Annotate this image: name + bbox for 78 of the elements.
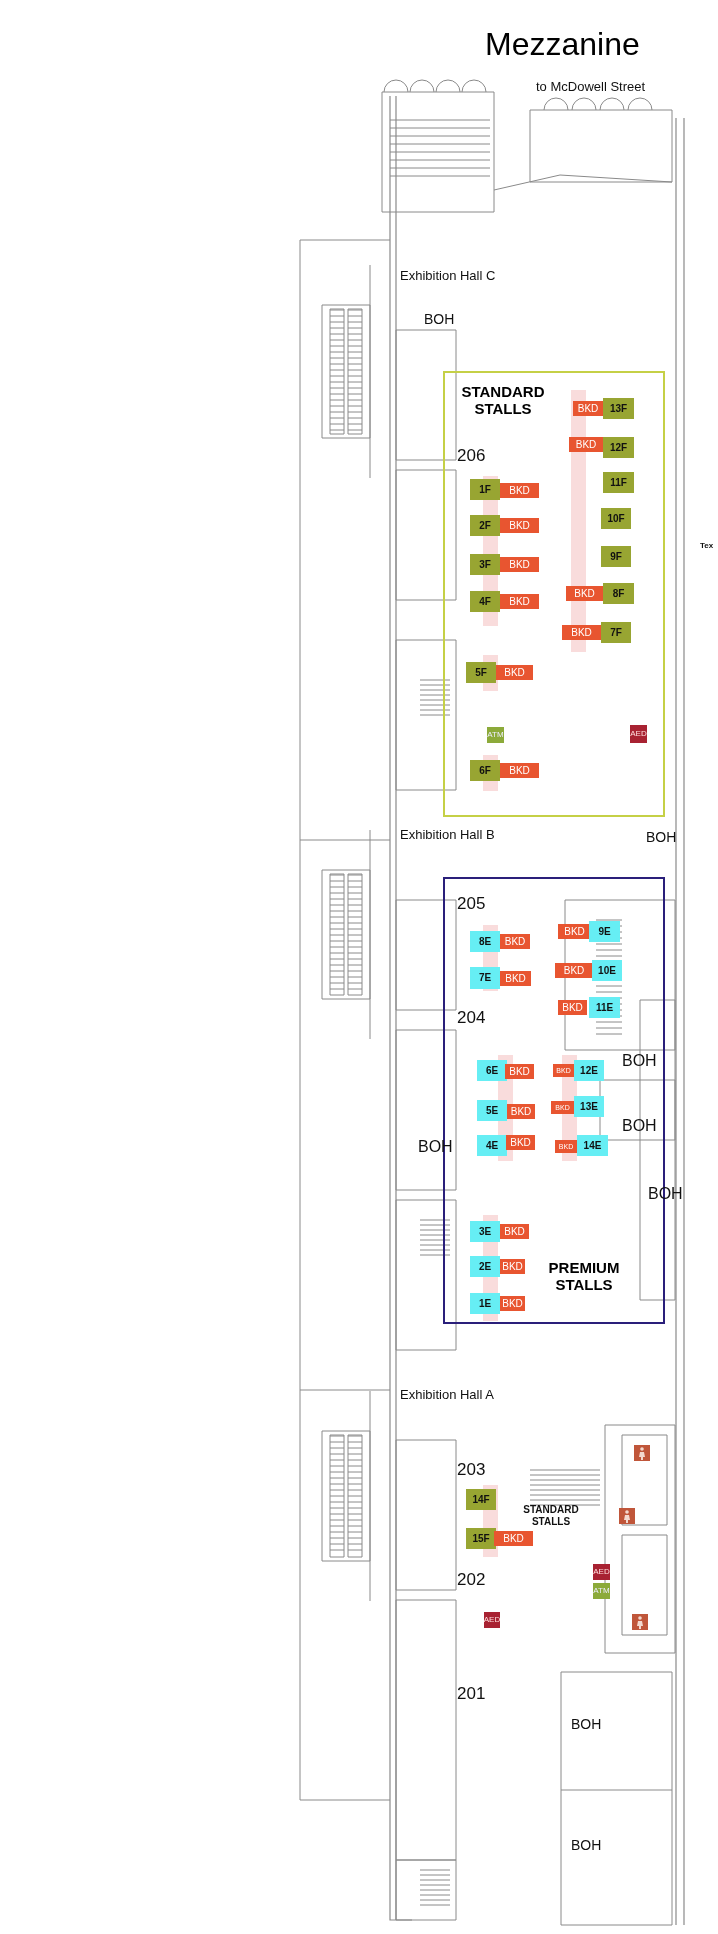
booth-tile: 15F (466, 1528, 496, 1549)
booth-tile: 7F (601, 622, 631, 643)
booth-tile: 1F (470, 479, 500, 500)
booked-tag: BKD (558, 1000, 587, 1015)
booth-tile: 5E (477, 1100, 507, 1121)
booth-tile: 11E (589, 997, 620, 1018)
booked-tag: BKD (506, 1135, 535, 1150)
room-label: BOH (571, 1717, 602, 1731)
booth-tile: 2E (470, 1256, 500, 1277)
booked-tag: BKD (500, 934, 530, 949)
street-direction-text: to McDowell Street (536, 80, 646, 93)
stall-zone (443, 371, 665, 817)
booked-tag: BKD (500, 971, 531, 986)
booked-tag: BKD (500, 1224, 529, 1239)
atm-sign: ATM (487, 727, 504, 743)
booked-tag: BKD (500, 763, 539, 778)
booked-tag: BKD (496, 665, 533, 680)
room-number: 204 (457, 1009, 486, 1026)
zone-title: PREMIUM STALLS (547, 1259, 621, 1294)
booked-tag: BKD (500, 594, 539, 609)
booked-tag: BKD (500, 1296, 525, 1311)
zone-title: STANDARD STALLS (460, 383, 546, 418)
booked-tag: BKD (558, 924, 591, 939)
booth-tile: 11F (603, 472, 634, 493)
booth-tile: 9F (601, 546, 631, 567)
booth-tile: 2F (470, 515, 500, 536)
booth-tile: 5F (466, 662, 496, 683)
booked-tag: BKD (494, 1531, 533, 1546)
booked-tag: BKD (500, 483, 539, 498)
booth-tile: 4F (470, 591, 500, 612)
booth-tile: 10F (601, 508, 631, 529)
booth-tile: 8E (470, 931, 500, 952)
aed-sign: AED (593, 1564, 610, 1580)
room-number: 206 (457, 447, 486, 464)
booth-tile: 10E (592, 960, 622, 981)
booked-tag: BKD (573, 401, 603, 416)
booked-tag: BKD (500, 557, 539, 572)
hall-name: Exhibition Hall A (400, 1388, 494, 1401)
booth-tile: 1E (470, 1293, 500, 1314)
booth-tile: 14F (466, 1489, 496, 1510)
booth-tile: 6E (477, 1060, 507, 1081)
hall-name: Exhibition Hall B (400, 828, 495, 841)
booth-tile: 4E (477, 1135, 507, 1156)
booked-tag: BKD (507, 1104, 535, 1119)
room-label: BOH (622, 1053, 657, 1069)
booth-tile: 14E (577, 1135, 608, 1156)
text-fragment: Tex (700, 542, 714, 550)
room-number: 205 (457, 895, 486, 912)
room-label: BOH (571, 1838, 602, 1852)
booth-tile: 9E (589, 921, 620, 942)
booth-tile: 3F (470, 554, 500, 575)
hall-name: Exhibition Hall C (400, 269, 496, 282)
booked-tag: BKD (562, 625, 601, 640)
room-number: 203 (457, 1461, 486, 1478)
booked-tag: BKD (500, 1259, 525, 1274)
booth-tile: 3E (470, 1221, 500, 1242)
room-label: BOH (622, 1118, 657, 1134)
booked-tag: BKD (500, 518, 539, 533)
booth-tile: 8F (603, 583, 634, 604)
booth-tile: 6F (470, 760, 500, 781)
room-number: 202 (457, 1571, 486, 1588)
atm-sign: ATM (593, 1583, 610, 1599)
booked-tag: BKD (566, 586, 603, 601)
booth-tile: 13E (574, 1096, 604, 1117)
booth-tile: 7E (470, 967, 500, 989)
aed-sign: AED (484, 1612, 500, 1628)
room-label: BOH (646, 830, 677, 844)
booked-tag: BKD (569, 437, 603, 452)
room-number: 201 (457, 1685, 486, 1702)
zone-title: STANDARD STALLS (522, 1504, 580, 1528)
booked-tag: BKD (555, 963, 593, 978)
booked-tag: BKD (505, 1064, 534, 1079)
room-label: BOH (424, 312, 455, 326)
booth-tile: 13F (603, 398, 634, 419)
booth-tile: 12E (574, 1060, 604, 1081)
page-title: Mezzanine (485, 28, 640, 60)
booth-tile: 12F (603, 437, 634, 458)
aed-sign: AED (630, 725, 647, 743)
